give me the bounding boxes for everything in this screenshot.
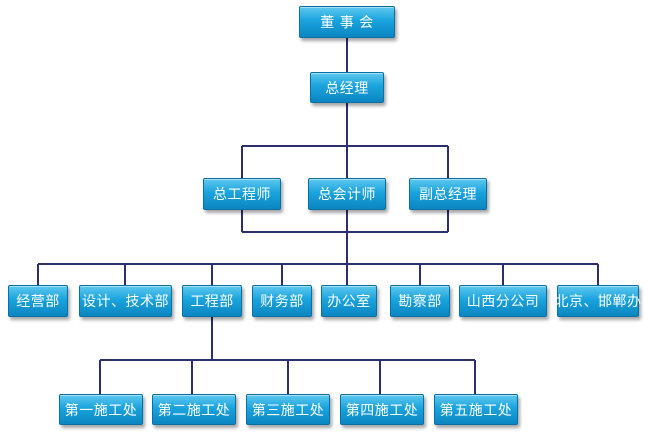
deputy-manager-box: 副总经理 (409, 178, 487, 210)
dept-shanxi-branch: 山西分公司 (459, 285, 547, 317)
unit-4: 第四施工处 (340, 394, 424, 425)
chief-engineer-box: 总工程师 (203, 178, 281, 210)
board-box: 董 事 会 (299, 6, 395, 38)
dept-design-tech: 设计、技术部 (79, 285, 172, 317)
unit-2: 第二施工处 (152, 394, 236, 425)
dept-survey: 勘察部 (390, 285, 450, 317)
general-manager-box: 总经理 (310, 72, 384, 103)
dept-engineering: 工程部 (182, 285, 242, 317)
dept-operations: 经营部 (8, 285, 68, 317)
dept-finance: 财务部 (252, 285, 312, 317)
dept-office: 办公室 (321, 285, 377, 317)
unit-5: 第五施工处 (434, 394, 518, 425)
unit-3: 第三施工处 (246, 394, 330, 425)
unit-1: 第一施工处 (59, 394, 143, 425)
chief-accountant-box: 总会计师 (308, 178, 386, 210)
dept-beijing-handan-office: 北京、邯郸办 (555, 285, 641, 317)
